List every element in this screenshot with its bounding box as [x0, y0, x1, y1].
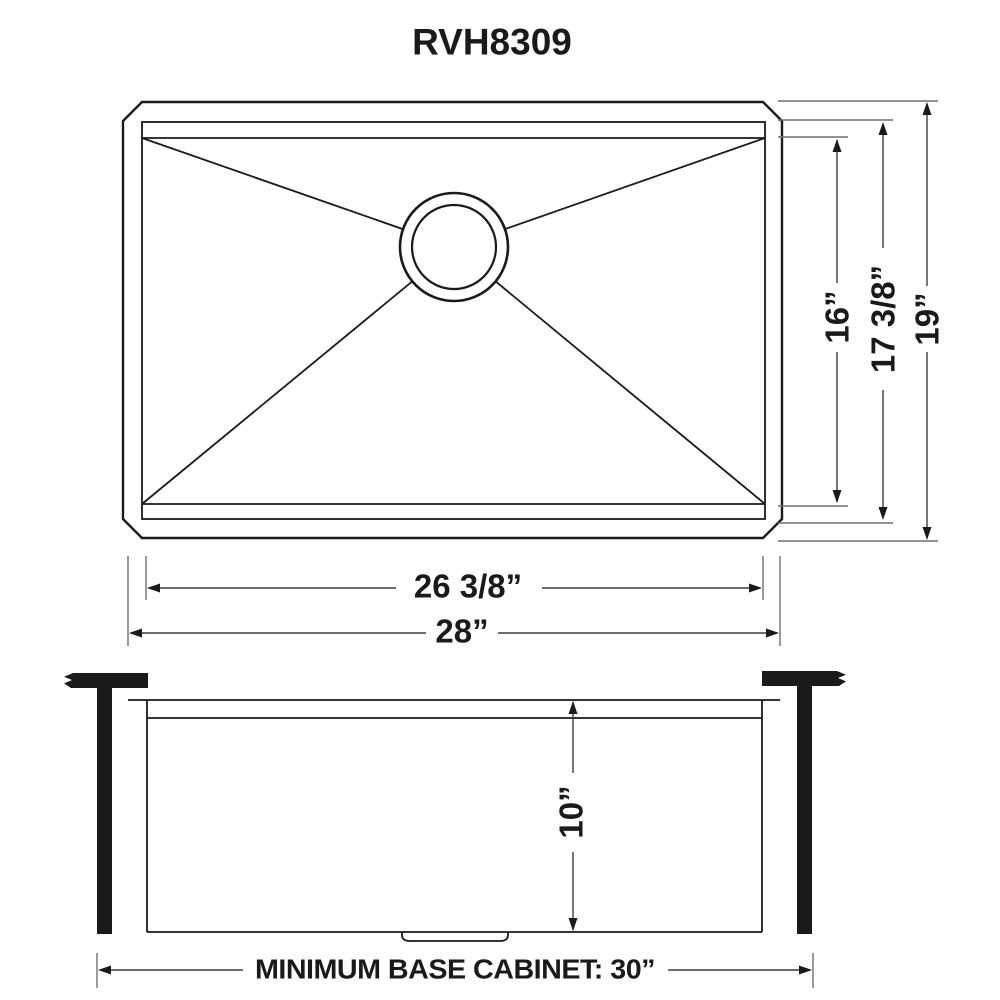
- cabinet-wall-right: [797, 686, 812, 934]
- arrow-right-icon: [749, 583, 762, 593]
- arrow-down-icon: [568, 918, 578, 931]
- arrow-down-icon: [878, 507, 888, 520]
- dim-label-overall-width: 28”: [435, 613, 488, 650]
- cabinet-wall-left: [97, 688, 112, 934]
- dim-label-overall-front-back: 19”: [909, 292, 946, 345]
- outer-rim-outline: [121, 100, 784, 540]
- dim-label-inner-rim-front-back: 17 3/8”: [865, 265, 902, 373]
- top-view-right-dimensions: 16” 17 3/8” 19”: [778, 100, 946, 542]
- drain-fitting-icon: [401, 932, 509, 942]
- arrow-right-icon: [766, 628, 779, 638]
- countertop-right: [762, 671, 846, 686]
- top-view: [121, 100, 784, 540]
- inner-rim-outline: [141, 121, 766, 520]
- drain-slope-line-bottom-right: [453, 246, 766, 505]
- arrow-up-icon: [832, 139, 842, 152]
- arrow-up-icon: [568, 701, 578, 714]
- dim-label-bowl-width: 26 3/8”: [414, 568, 522, 605]
- side-view: [64, 671, 846, 942]
- arrow-left-icon: [129, 628, 142, 638]
- arrow-left-icon: [147, 583, 160, 593]
- top-view-bottom-dimensions: 26 3/8” 28”: [127, 556, 781, 650]
- arrow-down-icon: [922, 527, 932, 540]
- arrow-down-icon: [832, 490, 842, 503]
- arrow-up-icon: [922, 102, 932, 115]
- arrow-left-icon: [98, 965, 111, 975]
- countertop-left: [64, 673, 148, 688]
- dim-label-base-cabinet: MINIMUM BASE CABINET: 30”: [255, 954, 655, 985]
- drain-slope-line-bottom-left: [141, 246, 455, 505]
- arrow-up-icon: [878, 122, 888, 135]
- dim-label-bowl-depth: 10”: [553, 785, 590, 838]
- dim-label-bowl-front-back: 16”: [819, 290, 856, 343]
- drain-inner-ring-icon: [410, 203, 498, 291]
- side-view-dimensions: 10” MINIMUM BASE CABINET: 30”: [96, 701, 814, 988]
- page-title: RVH8309: [412, 22, 572, 63]
- arrow-right-icon: [799, 965, 812, 975]
